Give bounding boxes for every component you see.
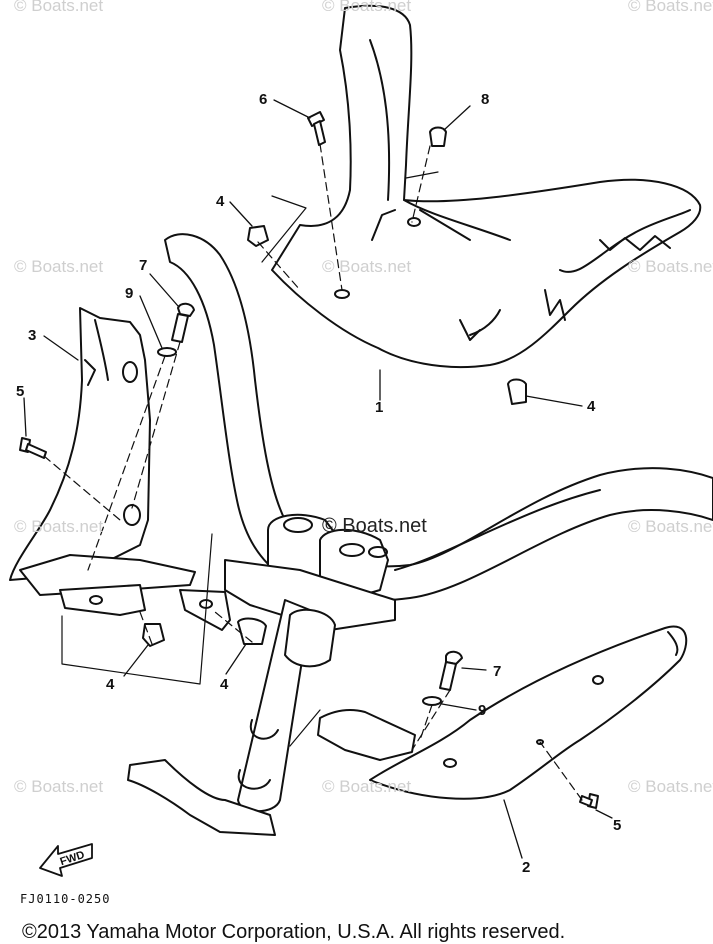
callout-7: 7 <box>493 663 502 680</box>
callout-8: 8 <box>481 91 490 108</box>
bracket-lines <box>61 171 439 747</box>
watermark: © Boats.net <box>628 0 713 15</box>
callout-1: 1 <box>375 399 384 416</box>
leader-lines <box>23 99 613 859</box>
callout-4: 4 <box>220 676 229 693</box>
callout-2: 2 <box>522 859 531 876</box>
watermark: © Boats.net <box>628 777 713 796</box>
callout-4: 4 <box>106 676 115 693</box>
watermark: © Boats.net <box>14 517 104 536</box>
callout-3: 3 <box>28 327 37 344</box>
watermark: © Boats.net <box>322 777 412 796</box>
watermark-center: © Boats.net <box>322 515 427 537</box>
watermark: © Boats.net <box>14 257 104 276</box>
handlebar <box>164 233 713 602</box>
callout-9: 9 <box>478 702 487 719</box>
watermark: © Boats.net <box>628 517 713 536</box>
fwd-arrow-icon: FWD <box>39 843 93 877</box>
watermark: © Boats.net <box>322 257 412 276</box>
watermark: © Boats.net <box>14 777 104 796</box>
watermark: © Boats.net <box>322 0 412 15</box>
copyright-notice: ©2013 Yamaha Motor Corporation, U.S.A. A… <box>22 921 566 943</box>
callout-5: 5 <box>613 817 622 834</box>
fasteners <box>19 111 599 809</box>
callout-6: 6 <box>259 91 268 108</box>
alignment-lines <box>43 143 583 801</box>
watermark: © Boats.net <box>14 0 104 15</box>
steering-column <box>127 513 396 836</box>
callout-7: 7 <box>139 257 148 274</box>
callout-4: 4 <box>587 398 596 415</box>
callout-4: 4 <box>216 193 225 210</box>
handlebar-cover-upper <box>271 4 702 369</box>
diagram-code: FJ0110-0250 <box>20 892 111 906</box>
side-cover-right <box>317 625 688 800</box>
callout-9: 9 <box>125 285 134 302</box>
callout-5: 5 <box>16 383 25 400</box>
watermark: © Boats.net <box>628 257 713 276</box>
side-cover-left <box>9 307 231 631</box>
